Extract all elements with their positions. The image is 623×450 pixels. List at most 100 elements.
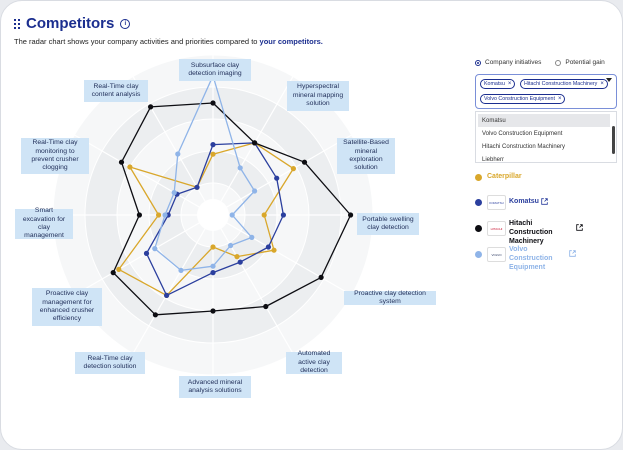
legend-label: Komatsu	[509, 198, 539, 205]
series-point	[152, 246, 158, 252]
radar-spoke	[132, 214, 214, 354]
dropdown-scrollbar[interactable]	[612, 126, 615, 154]
radio-selected-icon	[475, 59, 481, 66]
radio-unselected-icon	[555, 59, 562, 66]
series-point	[301, 159, 308, 165]
radar-axis-label: Real-Time clay content analysis	[84, 80, 148, 102]
external-link-icon[interactable]	[541, 198, 548, 205]
series-point	[118, 159, 125, 165]
series-point	[210, 270, 216, 276]
hitachi-logo: HITACHI	[487, 221, 506, 236]
radar-axis-label: Proactive clay detection system	[344, 290, 436, 305]
radio-label: Company initiatives	[485, 59, 542, 66]
radar-spoke	[212, 214, 294, 354]
radar-spoke	[74, 134, 214, 216]
series-point	[265, 244, 271, 250]
competitor-multiselect[interactable]: Komatsu × Hitachi Construction Machinery…	[475, 74, 617, 109]
chevron-down-icon[interactable]	[606, 78, 612, 82]
series-point	[348, 212, 354, 218]
radar-axis-label: Proactive clay management for enhanced c…	[32, 288, 102, 326]
series-point	[252, 140, 258, 146]
series-point	[263, 303, 269, 310]
series-point	[252, 188, 258, 194]
series-point	[152, 312, 158, 318]
dropdown-option[interactable]: Hitachi Construction Machinery	[482, 143, 566, 150]
series-point	[136, 212, 142, 218]
chip-volvo: Volvo Construction Equipment ×	[480, 94, 566, 104]
dropdown-option[interactable]: Liebherr	[482, 156, 505, 163]
close-icon[interactable]: ×	[507, 81, 512, 87]
series-point	[274, 175, 280, 181]
series-point	[210, 308, 216, 314]
legend-label: Volvo Construction Equipment	[509, 246, 553, 271]
series-point	[228, 242, 234, 249]
radar-spoke	[212, 134, 352, 216]
series-point	[229, 212, 235, 218]
header: Competitors i	[14, 15, 131, 32]
series-point	[210, 100, 216, 106]
radar-axis-label: Subsurface clay detection imaging	[179, 59, 251, 81]
external-link-icon[interactable]	[569, 250, 576, 257]
legend-dot	[475, 251, 482, 258]
series-point	[210, 151, 216, 157]
series-point	[271, 247, 277, 253]
drag-handle-icon[interactable]	[14, 18, 20, 29]
legend-dot	[475, 225, 482, 232]
series-point	[148, 104, 154, 110]
radio-potential-gain[interactable]: Potential gain	[555, 59, 605, 66]
competitor-dropdown-list: Komatsu Volvo Construction Equipment Hit…	[475, 111, 617, 163]
series-point	[210, 263, 216, 269]
legend-dot	[475, 199, 482, 206]
series-point	[249, 234, 255, 240]
radar-axis-label: Advanced mineral analysis solutions	[179, 376, 251, 398]
series-point	[210, 244, 216, 250]
series-point	[156, 212, 162, 218]
series-point	[178, 267, 184, 273]
series-point	[110, 270, 116, 276]
legend-dot	[475, 174, 482, 181]
series-point	[162, 212, 168, 218]
series-point	[290, 166, 296, 172]
series-point	[237, 165, 243, 171]
series-point	[261, 212, 267, 218]
radar-axis-label: Hyperspectral mineral mapping solution	[287, 81, 349, 111]
series-point	[143, 250, 150, 256]
radio-label: Potential gain	[565, 59, 605, 66]
radar-spoke	[212, 76, 294, 216]
series-point	[116, 266, 122, 272]
series-point	[210, 142, 216, 148]
info-icon[interactable]: i	[120, 18, 131, 29]
chip-label: Hitachi Construction Machinery	[524, 81, 598, 87]
legend-label: Caterpillar	[487, 173, 522, 180]
description-text: The radar chart shows your company activ…	[14, 37, 260, 46]
dropdown-option[interactable]: Komatsu	[478, 114, 610, 127]
view-mode-radio-group: Company initiatives Potential gain	[475, 59, 605, 66]
radar-axis-label: Automated active clay detection	[286, 350, 342, 374]
series-point	[194, 184, 200, 190]
close-icon[interactable]: ×	[557, 96, 562, 102]
dropdown-option[interactable]: Volvo Construction Equipment	[482, 130, 563, 137]
series-point	[127, 164, 133, 170]
series-point	[175, 151, 181, 157]
series-point	[234, 254, 240, 260]
series-point	[280, 212, 286, 218]
close-icon[interactable]: ×	[600, 81, 604, 87]
radar-axis-label: Real-Time clay detection solution	[75, 352, 145, 374]
series-point	[171, 190, 177, 196]
volvo-logo: VOLVO	[487, 247, 506, 262]
page-title: Competitors	[26, 15, 115, 32]
external-link-icon[interactable]	[576, 224, 583, 231]
komatsu-logo: KOMATSU	[487, 195, 506, 210]
radio-company-initiatives[interactable]: Company initiatives	[475, 59, 541, 66]
chip-label: Volvo Construction Equipment	[484, 96, 555, 102]
radar-spoke	[212, 214, 352, 296]
radar-axis-label: Real-Time clay monitoring to prevent cru…	[21, 138, 89, 174]
series-point	[237, 259, 243, 265]
radar-spoke	[74, 214, 214, 296]
description: The radar chart shows your company activ…	[14, 37, 323, 46]
radar-axis-label: Satellite-Based mineral exploration solu…	[337, 138, 395, 174]
competitors-link[interactable]: your competitors.	[259, 37, 323, 46]
chip-komatsu: Komatsu ×	[480, 79, 516, 89]
chip-hitachi: Hitachi Construction Machinery ×	[520, 79, 608, 89]
